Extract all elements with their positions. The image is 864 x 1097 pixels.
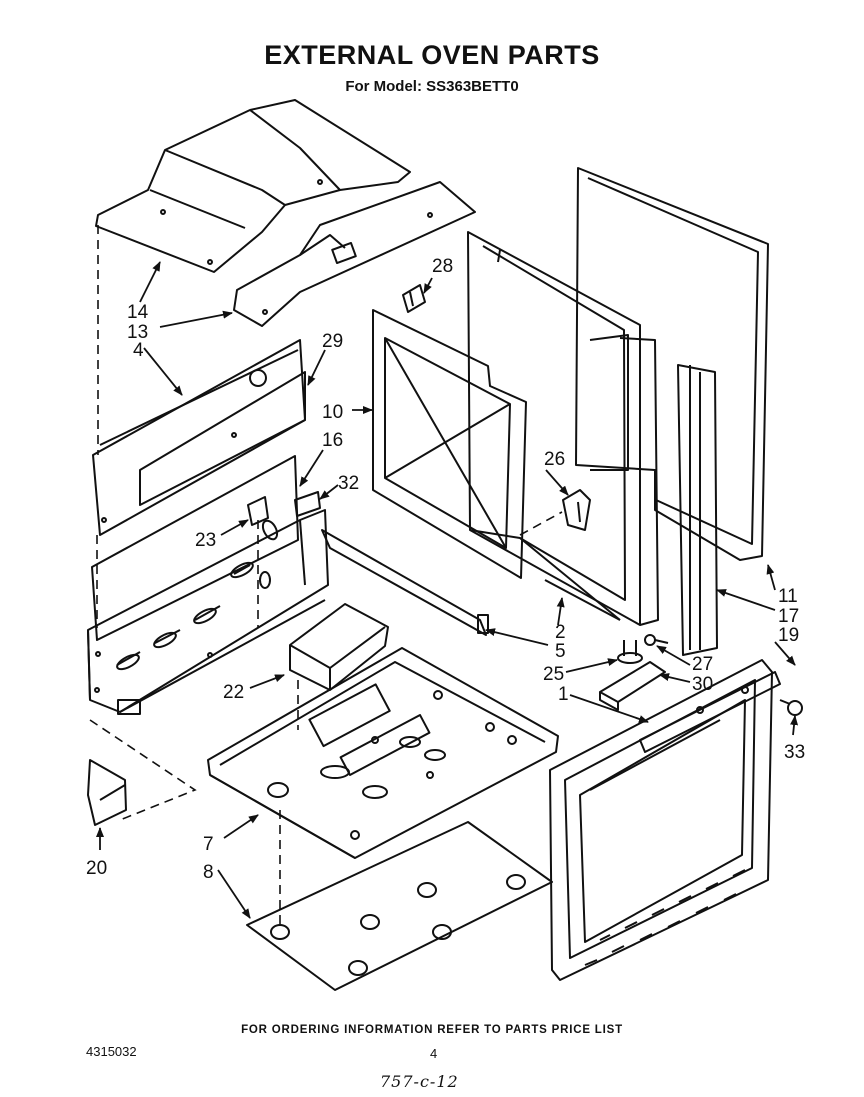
part-2-outer-frame [467,231,659,626]
part-1-door-frame [549,659,773,981]
callout-29: 29 [322,331,343,352]
callout-28: 28 [432,256,453,277]
part-25-foot [617,640,643,664]
callout-10: 10 [322,402,343,423]
callout-17: 17 [778,606,799,627]
part-11-rear-panel [575,167,769,561]
ordering-info-note: FOR ORDERING INFORMATION REFER TO PARTS … [241,1024,623,1036]
part-5-rail [321,529,489,636]
callout-8: 8 [203,862,214,883]
part-27-screw [644,634,669,646]
part-29-vent-panel [92,339,306,536]
part-26-bracket [562,489,591,531]
part-7-base-tray [207,647,559,859]
part-22-bracket [289,603,389,691]
callout-22: 22 [223,682,244,703]
callout-32: 32 [338,473,359,494]
callout-19: 19 [778,625,799,646]
callout-27: 27 [692,654,713,675]
callout-13: 13 [127,322,148,343]
callout-2: 2 [555,622,566,643]
callout-25: 25 [543,664,564,685]
callout-1: 1 [558,684,569,705]
callout-23: 23 [195,530,216,551]
callout-16: 16 [322,430,343,451]
part-13-rear-rail [233,181,476,327]
part-23-clip [247,496,269,526]
part-17-side-strip [677,364,718,656]
callout-26: 26 [544,449,565,470]
document-number: 4315032 [86,1044,137,1059]
page-title: EXTERNAL OVEN PARTS [264,40,600,70]
part-32-strip [294,491,321,517]
callout-33: 33 [784,742,805,763]
part-20-bracket [87,759,127,826]
part-16-front-panel [91,455,299,641]
callout-4: 4 [133,340,144,361]
callout-20: 20 [86,858,107,879]
part-28-clip [402,284,426,313]
side-frame-assembly [87,509,329,715]
model-subtitle: For Model: SS363BETT0 [345,78,519,95]
part-10-inner-frame [372,309,527,579]
leader-arrows [96,261,799,919]
part-8-bottom-plate [246,821,553,991]
part-30-block [599,661,666,711]
page-number: 4 [430,1046,438,1061]
callout-7: 7 [203,834,214,855]
callout-30: 30 [692,674,713,695]
callout-labels: 14 13 4 29 28 10 16 32 26 23 11 17 19 2 … [86,256,805,883]
handwritten-code: 757-c-12 [380,1072,459,1091]
callout-14: 14 [127,302,149,323]
callout-5: 5 [555,641,566,662]
part-19-handle-rail [639,671,781,753]
part-33-knob [779,699,803,716]
part-14-top-cover [95,99,411,273]
callout-11: 11 [778,586,798,607]
alignment-lines [89,225,563,925]
